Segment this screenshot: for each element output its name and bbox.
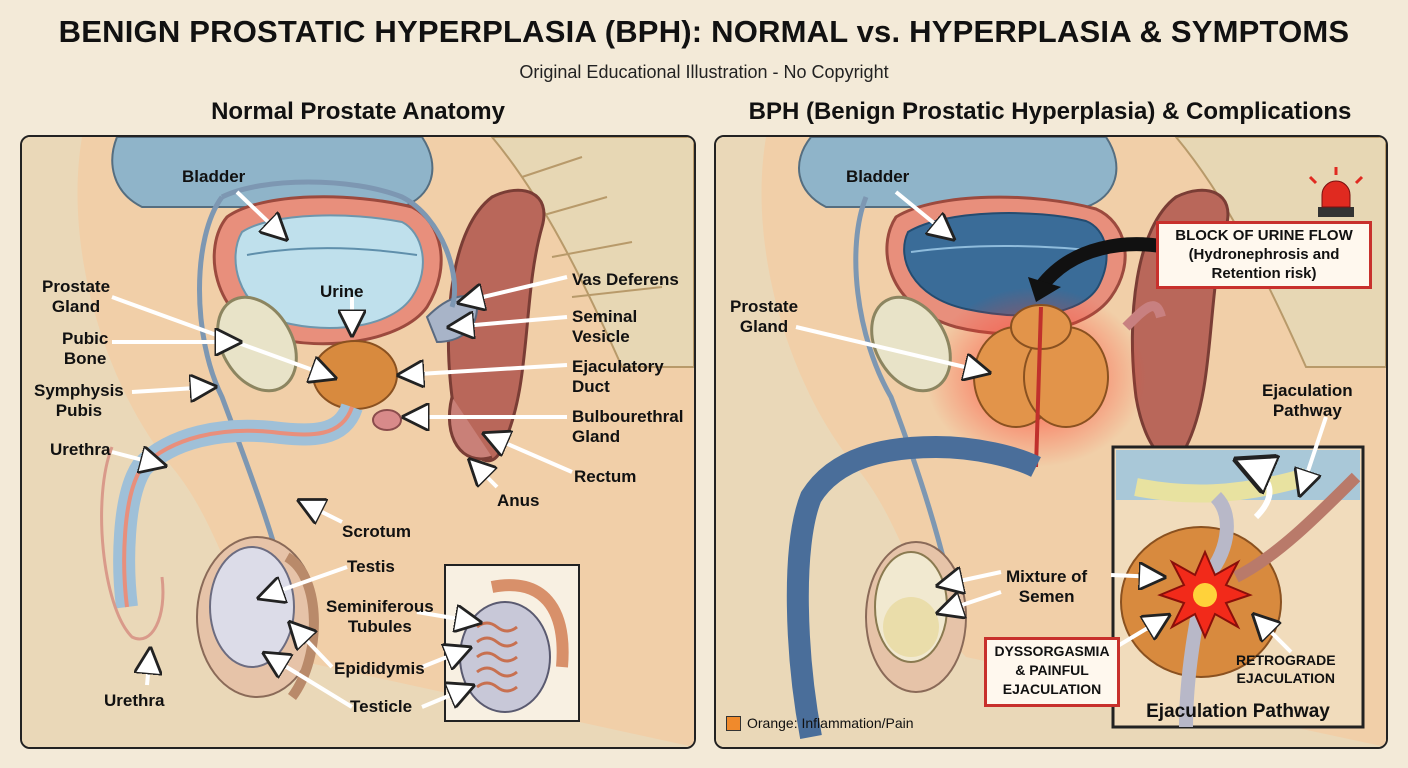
label-seminal-vesicle: Seminal Vesicle [572, 307, 637, 347]
label-testis: Testis [347, 557, 395, 577]
label-vas-deferens: Vas Deferens [572, 270, 679, 290]
label-urine: Urine [320, 282, 363, 302]
label-pubic-bone: Pubic Bone [62, 329, 108, 369]
label-seminiferous-tubules: Seminiferous Tubules [326, 597, 434, 637]
label-urethra-upper: Urethra [50, 440, 110, 460]
label-testicle: Testicle [350, 697, 412, 717]
label-prostate-gland: Prostate Gland [42, 277, 110, 317]
label-urethra-lower: Urethra [104, 691, 164, 711]
callout-block-urine-flow: BLOCK OF URINE FLOW (Hydronephrosis and … [1156, 221, 1372, 289]
callout-dyssorgasmia: DYSSORGASMIA & PAINFUL EJACULATION [984, 637, 1120, 707]
normal-anatomy-panel: Bladder Urine Prostate Gland Pubic Bone … [20, 135, 696, 749]
bph-label-prostate-gland: Prostate Gland [730, 297, 798, 337]
page-subtitle: Original Educational Illustration - No C… [0, 62, 1408, 83]
left-panel-title: Normal Prostate Anatomy [20, 98, 696, 126]
label-rectum: Rectum [574, 467, 636, 487]
bph-label-bladder: Bladder [846, 167, 909, 187]
bph-label-mixture-of-semen: Mixture of Semen [1006, 567, 1087, 607]
label-retrograde-ejaculation: RETROGRADE EJACULATION [1236, 651, 1336, 687]
inset-title-ejaculation-pathway: Ejaculation Pathway [1116, 701, 1360, 723]
legend-swatch [726, 716, 741, 731]
label-symphysis-pubis: Symphysis Pubis [34, 381, 124, 421]
label-bladder: Bladder [182, 167, 245, 187]
bph-panel: Bladder Prostate Gland Ejaculation Pathw… [714, 135, 1388, 749]
label-epididymis: Epididymis [334, 659, 425, 679]
legend-text: Orange: Inflammation/Pain [747, 715, 914, 731]
label-bulbourethral-gland: Bulbourethral Gland [572, 407, 683, 447]
legend: Orange: Inflammation/Pain [726, 715, 914, 731]
label-scrotum: Scrotum [342, 522, 411, 542]
label-anus: Anus [497, 491, 540, 511]
bph-label-ejaculation-pathway: Ejaculation Pathway [1262, 381, 1353, 421]
page-title: BENIGN PROSTATIC HYPERPLASIA (BPH): NORM… [0, 14, 1408, 50]
right-panel-title: BPH (Benign Prostatic Hyperplasia) & Com… [714, 98, 1386, 126]
label-ejaculatory-duct: Ejaculatory Duct [572, 357, 664, 397]
